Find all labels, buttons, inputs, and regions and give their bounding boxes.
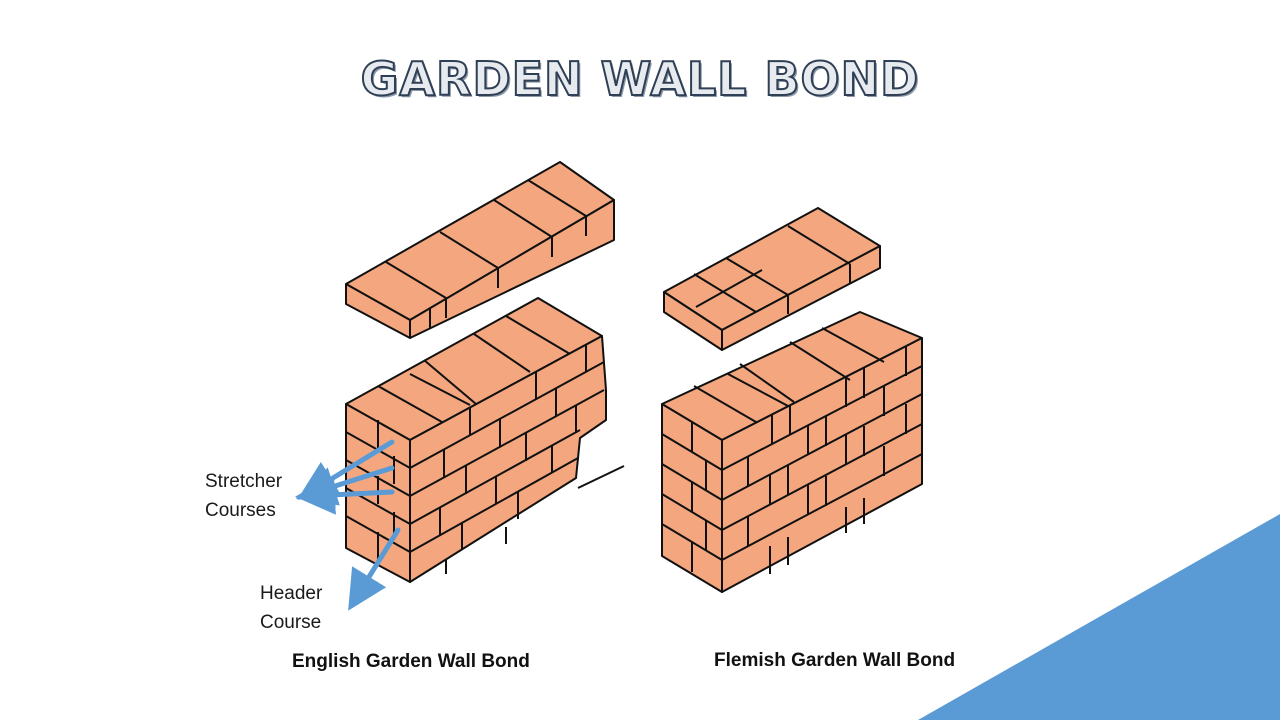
flemish-bond-illustration: [661, 207, 923, 593]
stretcher-label-line1: Stretcher: [205, 471, 283, 492]
english-coping-course: [345, 161, 615, 339]
header-label-line1: Header: [260, 583, 323, 604]
annotation-arrows: [295, 439, 401, 611]
stretcher-arrow-3: [295, 474, 395, 515]
flemish-wall-block: [661, 311, 923, 593]
stretcher-courses-label: Stretcher Courses: [205, 467, 282, 525]
header-course-label: Header Course: [260, 579, 322, 637]
page-title: GARDEN WALL BOND: [360, 51, 920, 107]
header-arrow: [348, 527, 401, 611]
stretcher-label-line2: Courses: [205, 500, 276, 521]
flemish-coping-course: [663, 207, 881, 351]
header-label-line2: Course: [260, 612, 322, 633]
flemish-bond-caption: Flemish Garden Wall Bond: [714, 650, 956, 671]
english-bond-caption: English Garden Wall Bond: [292, 651, 530, 672]
